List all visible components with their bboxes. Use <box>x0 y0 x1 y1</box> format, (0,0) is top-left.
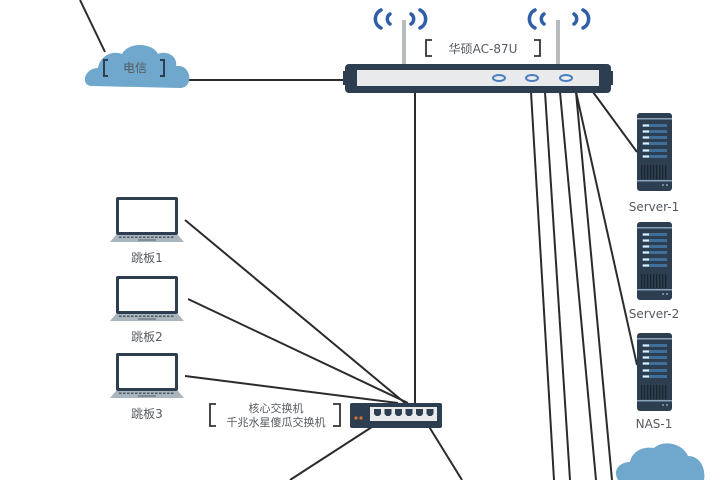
link-switch-down-left <box>289 424 376 480</box>
switch-label-line1: 核心交换机 <box>249 401 304 415</box>
bracket-right <box>333 403 341 427</box>
laptop-icon <box>110 353 184 398</box>
cloud-icon <box>615 443 705 480</box>
server-label: Server-2 <box>629 307 680 321</box>
laptop-label: 跳板2 <box>131 330 163 344</box>
switch-port <box>395 409 402 416</box>
antenna-left <box>402 20 406 64</box>
switch-port <box>426 409 434 416</box>
bracket-right <box>534 39 541 57</box>
telecom-label: 电信 <box>123 61 147 75</box>
link-laptop2-to-switch <box>187 298 409 404</box>
laptop-1[interactable]: 跳板1 <box>110 197 184 265</box>
switch-port <box>416 409 423 416</box>
link-offscreen-to-telecom <box>79 0 106 53</box>
link-router-to-nas <box>575 91 613 480</box>
server-icon <box>637 222 672 300</box>
router-icon <box>343 64 613 93</box>
link-router-down-2 <box>544 91 571 480</box>
link-router-to-server2 <box>575 91 638 366</box>
laptop-3[interactable]: 跳板3 <box>110 353 184 421</box>
server-1[interactable]: Server-1 <box>629 113 680 214</box>
laptop-icon <box>110 197 184 242</box>
laptop-2[interactable]: 跳板2 <box>110 276 184 344</box>
led-2 <box>525 74 539 82</box>
switch-label-line2: 千兆水星傻瓜交换机 <box>227 415 326 429</box>
server-label: Server-1 <box>629 200 680 214</box>
bracket-left <box>209 403 216 427</box>
laptop-label: 跳板1 <box>131 251 163 265</box>
wifi-icon <box>373 8 591 30</box>
server-3[interactable]: NAS-1 <box>636 333 673 431</box>
telecom-cloud[interactable]: 电信 <box>84 45 190 88</box>
bracket-right <box>160 59 165 77</box>
bracket-left <box>425 39 432 57</box>
switch-port <box>374 409 381 416</box>
switch-port <box>405 409 413 416</box>
led-3 <box>559 74 573 82</box>
connections <box>79 0 638 480</box>
led-1 <box>492 74 506 82</box>
server-2[interactable]: Server-2 <box>629 222 680 321</box>
switch-icon <box>350 403 442 428</box>
link-router-down-1 <box>530 91 555 480</box>
link-laptop1-to-switch <box>184 219 406 404</box>
router-label: 华硕AC-87U <box>449 42 518 56</box>
server-label: NAS-1 <box>636 417 673 431</box>
link-router-down-3 <box>559 91 597 480</box>
bottom-cloud[interactable] <box>615 443 705 480</box>
core-switch[interactable]: 核心交换机 千兆水星傻瓜交换机 <box>209 401 442 429</box>
link-switch-down-right <box>427 424 463 480</box>
link-router-to-server1 <box>592 91 638 153</box>
bracket-left <box>103 59 108 77</box>
switch-port <box>384 409 392 416</box>
cloud-icon <box>84 45 190 88</box>
server-icon <box>637 333 672 411</box>
server-icon <box>637 113 672 191</box>
router[interactable]: 华硕AC-87U <box>343 8 613 93</box>
laptop-label: 跳板3 <box>131 407 163 421</box>
antenna-right <box>556 20 560 64</box>
laptop-icon <box>110 276 184 321</box>
link-laptop3-to-switch <box>184 375 399 404</box>
